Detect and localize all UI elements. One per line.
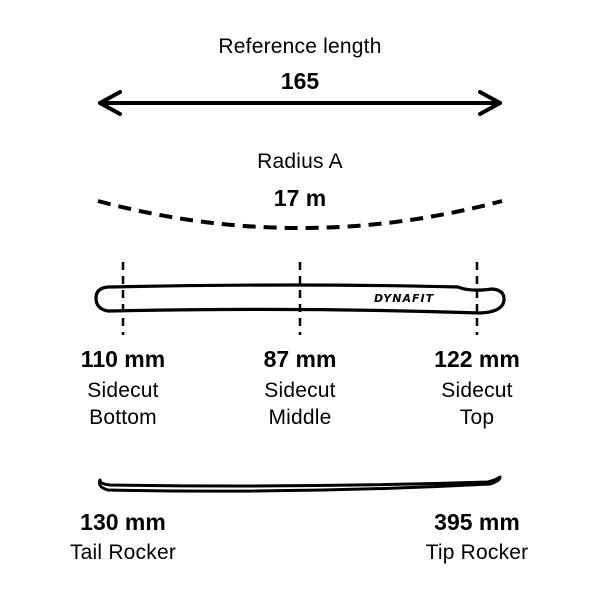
reference-length-value: 165 <box>280 68 320 94</box>
sidecut-bottom-value: 110 mm <box>80 346 166 372</box>
ski-top-view <box>94 283 506 315</box>
sidecut-bottom-label-line2: Bottom <box>89 406 157 429</box>
sidecut-top-label-line2: Top <box>459 406 495 429</box>
sidecut-middle-label-line2: Middle <box>268 406 332 429</box>
tip-rocker-label: Tip Rocker <box>425 541 529 564</box>
sidecut-top-value: 122 mm <box>434 346 520 372</box>
reference-length-label: Reference length <box>218 35 382 58</box>
tail-rocker-value: 130 mm <box>80 509 166 535</box>
tip-rocker-value: 395 mm <box>434 509 520 535</box>
sidecut-middle-label-line1: Sidecut <box>264 379 336 402</box>
ski-side-profile <box>97 475 502 493</box>
tail-rocker-label: Tail Rocker <box>69 541 177 564</box>
radius-value: 17 m <box>273 185 327 211</box>
sidecut-top-label-line1: Sidecut <box>441 379 513 402</box>
radius-label: Radius A <box>257 150 343 173</box>
sidecut-bottom-label-line1: Sidecut <box>87 379 159 402</box>
sidecut-middle-value: 87 mm <box>263 346 337 372</box>
sidecut-lines <box>121 262 479 335</box>
reference-length-arrow <box>98 90 502 116</box>
brand-logo: DYNAFIT <box>374 292 435 305</box>
